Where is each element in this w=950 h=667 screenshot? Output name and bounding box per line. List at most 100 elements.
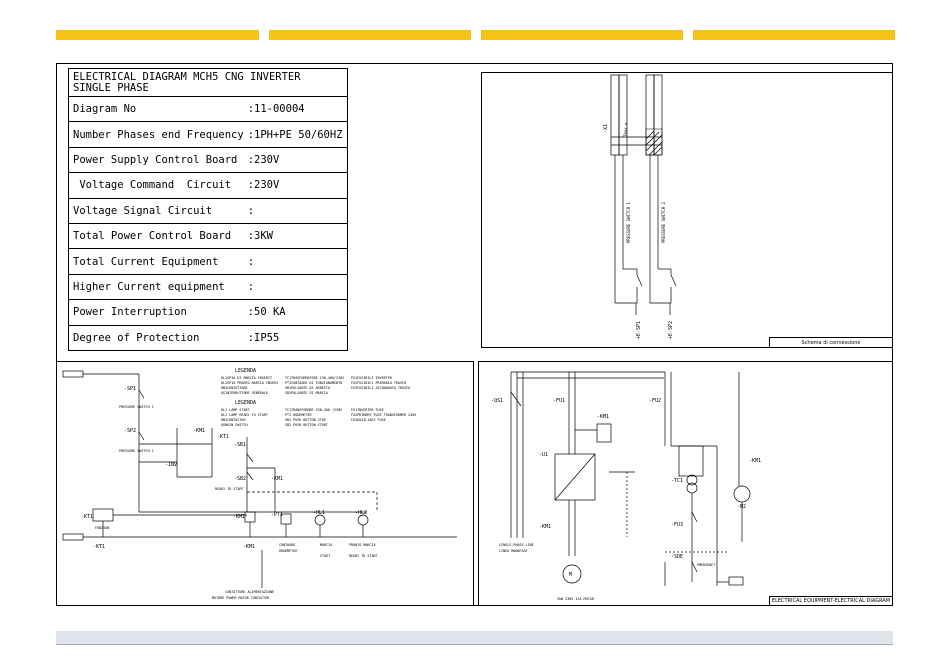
label-line: SINGLE-PHASE LINE (499, 543, 534, 547)
label-km1-b: -KM1 (271, 476, 283, 482)
spec-row: Number Phases end Frequency:1PH+PE 50/60… (68, 121, 348, 148)
legend-en-col1: HL1 LAMP START HL2 LAMP READY TO START K… (221, 408, 268, 427)
label-start: START (320, 554, 330, 558)
device-sp2-label: +E-SP2 (668, 321, 674, 339)
label-sp1: -SP1 (124, 386, 136, 392)
spec-value: : (247, 198, 348, 224)
label-kt1-sub: FUNZION (95, 526, 109, 530)
legend-item: HL1SPIA DI MARCIA INSERIT (221, 376, 272, 380)
spec-title: ELECTRICAL DIAGRAM MCH5 CNG INVERTER SIN… (68, 68, 348, 97)
power-component-labels: -QS1 -FU1 -FU2 -KM1 -U1 -TC1 -KM1 -M2 -F… (491, 398, 761, 601)
label-m2: -M2 (737, 504, 746, 510)
label-fu1: -FU1 (553, 398, 565, 404)
terminal-block-sub: Tmax = (623, 122, 628, 137)
connection-schema-svg: -X1 Tmax = PRESSURE SWITCH 1 PRESSURE SW… (603, 74, 677, 339)
label-marcia: MARCIA (320, 543, 332, 547)
power-panel-caption: ELECTRICAL EQUIPMENT-ELECTRICAL DIAGRAM (769, 596, 893, 606)
spec-title-line2: SINGLE PHASE (73, 81, 149, 94)
footer-bar (56, 631, 893, 645)
legend-item: KMICONTATTORE (221, 386, 248, 390)
label-inv: -INV (165, 462, 177, 468)
control-component-labels: -SP1 PRESSURE SWITCH 1 -SP2 PRESSURE SWI… (81, 386, 378, 600)
label-motor-contactor: MOTORE POWER MOTOR CONTACTOR (212, 596, 270, 600)
label-pt1: -PT1 (271, 512, 283, 518)
label-hl1: -HL1 (313, 510, 325, 516)
power-circuit-svg: -QS1 -FU1 -FU2 -KM1 -U1 -TC1 -KM1 -M2 -F… (491, 371, 761, 601)
label-km1-a: -KM1 (193, 428, 205, 434)
label-ready-start: READY TO START (349, 554, 378, 558)
label-sp1-sub: PRESSURE SWITCH 1 (119, 405, 154, 409)
legend-item: PTICONTAORE DI FUNZIONAMENTO (285, 381, 342, 385)
label-line-sub: LINEA MONOFASE (499, 549, 528, 553)
label-sb2: -SB2 (234, 476, 246, 482)
spec-label: Degree of Protection (68, 325, 248, 351)
legend-item: FU1INVERTER FUSE (351, 408, 384, 412)
spec-label: Higher Current equipment (68, 274, 248, 301)
label-motor: 3kW 230V 12A MOTOR (557, 597, 595, 601)
label-m1: M (569, 572, 572, 578)
spec-row: Total Power Control Board:3KW (68, 223, 348, 250)
spec-value: : (247, 274, 348, 301)
legend-it-col1: HL1SPIA DI MARCIA INSERIT HL2SPIA PRONTO… (221, 376, 278, 395)
header-accent-bar-1 (56, 30, 259, 40)
legend-item: TC1TRANSFORMER 230-400 /230V (285, 408, 342, 412)
label-km1-c: -KM1 (233, 514, 245, 520)
spec-row: Higher Current equipment: (68, 274, 348, 301)
label-km1-b: -KM1 (539, 524, 551, 530)
legend-item: SB2 PUSH BUTTON START (285, 423, 328, 427)
header-accent-bar-2 (269, 30, 471, 40)
spec-label: Diagram No (68, 96, 248, 123)
spec-row: Diagram No:11-00004 (68, 96, 348, 123)
spec-value: : (247, 248, 348, 275)
label-kt1: -KT1 (81, 514, 93, 520)
label-emergency: EMERGENCY (697, 563, 715, 567)
label-sp2: -SP2 (124, 428, 136, 434)
spec-value: :1PH+PE 50/60HZ (247, 121, 348, 148)
label-hl2: -HL2 (355, 510, 367, 516)
spec-value: :50 KA (247, 299, 348, 326)
spec-label: Voltage Command Circuit (68, 172, 248, 199)
legend-item: HL2SPIA PRONTO MARCIA INSERI (221, 381, 278, 385)
label-contattore: CONTATTORE ALIMENTAZIONE (225, 590, 274, 594)
legend-item: TC1TRASFORMATORE 230-400/230V (285, 376, 344, 380)
legend-en-col2: TC1TRANSFORMER 230-400 /230V PT1 HOURMET… (285, 408, 342, 427)
label-contaore: CONTAORE (279, 543, 295, 547)
label-ready: READY TO START (215, 487, 244, 491)
spec-table: ELECTRICAL DIAGRAM MCH5 CNG INVERTER SIN… (68, 68, 348, 351)
legend-item: FU3AUXILIARY FUSE (351, 418, 386, 422)
device-sp1-label: +E-SP1 (636, 321, 642, 339)
legend-item: FU1FUSIBILI INVERTER (351, 376, 393, 380)
legend-item: SB1 PUSH BUTTON STOP (285, 418, 326, 422)
legend-it-col3: FU1FUSIBILI INVERTER FU2FUSIBILI PRIMARI… (351, 376, 410, 390)
header-accent-bar-3 (481, 30, 683, 40)
label-fu3: -FU3 (671, 522, 683, 528)
label-hourmeter: HOURMETER (279, 549, 298, 553)
legend-title-it: LEGENDA (235, 368, 256, 374)
spec-title-line1: ELECTRICAL DIAGRAM MCH5 CNG INVERTER (73, 70, 301, 83)
spec-label: Total Current Equipment (68, 248, 248, 275)
label-bottom-km1: -KM1 (243, 544, 255, 550)
control-circuit-panel: LEGENDA LEGENDA HL1SPIA DI MARCIA INSERI… (56, 361, 474, 606)
legend-item: QSMAIN SWITCH (221, 423, 248, 427)
legend-item: HL1 LAMP START (221, 408, 250, 412)
legend-item: SB2PULSANTE DI MARCIA (285, 391, 328, 395)
label-bottom-kt1: -KT1 (93, 544, 105, 550)
label-pronto: PRONTO MARCIA (349, 543, 376, 547)
spec-value: :IP55 (247, 325, 348, 351)
label-fu2: -FU2 (649, 398, 661, 404)
power-circuit-panel: -QS1 -FU1 -FU2 -KM1 -U1 -TC1 -KM1 -M2 -F… (478, 361, 893, 606)
spec-label: Power Interruption (68, 299, 248, 326)
spec-label: Total Power Control Board (68, 223, 248, 250)
spec-value: :3KW (247, 223, 348, 250)
label-sde: -SDE (671, 554, 683, 560)
label-km1-c: -KM1 (749, 458, 761, 464)
spec-label: Voltage Signal Circuit (68, 198, 248, 224)
legend-en-col3: FU1INVERTER FUSE FU2PRIMARY FUSE TRANSFO… (351, 408, 416, 422)
control-circuit-svg: LEGENDA LEGENDA HL1SPIA DI MARCIA INSERI… (62, 368, 457, 600)
pressure-switch-1-label: PRESSURE SWITCH 1 (626, 201, 631, 243)
label-sb1: -SB1 (234, 442, 246, 448)
spec-title-row: ELECTRICAL DIAGRAM MCH5 CNG INVERTER SIN… (68, 68, 348, 97)
legend-item: SB1PULSANTE DI ARRESTO (285, 386, 330, 390)
spec-value: :230V (247, 147, 348, 174)
